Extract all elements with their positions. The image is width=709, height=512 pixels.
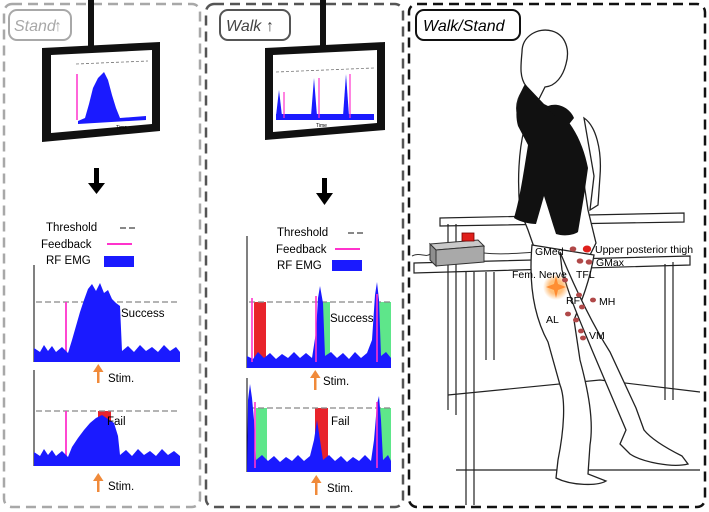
walk-monitor-emg-burst-2 bbox=[311, 78, 317, 116]
walk-monitor-axis-label: Time bbox=[316, 123, 327, 129]
walk-success-emg bbox=[247, 282, 391, 368]
walk-fail-stim-arrow-icon bbox=[311, 475, 322, 495]
label-gmed: GMed bbox=[535, 246, 564, 258]
walk-success-stim-label: Stim. bbox=[323, 376, 349, 388]
stand-legend-threshold: Threshold bbox=[46, 222, 97, 234]
harness-shoulder-strap bbox=[548, 104, 574, 128]
stand-fail-stim-label: Stim. bbox=[108, 481, 134, 493]
stand-up-arrow-icon: ↑ bbox=[54, 18, 62, 35]
person-arm bbox=[583, 116, 602, 212]
stimulator-box bbox=[428, 232, 486, 268]
label-upper-posterior-thigh: Upper posterior thigh bbox=[595, 244, 693, 256]
label-rf: RF bbox=[566, 295, 580, 307]
stand-panel: Stand ↑ Time Threshold Feedback RF EMG bbox=[2, 0, 202, 509]
walkstand-panel-border bbox=[407, 2, 707, 509]
electrode-gmed bbox=[569, 246, 577, 252]
walk-fail-label: Fail bbox=[331, 416, 350, 428]
label-al: AL bbox=[546, 314, 559, 326]
stand-title-box bbox=[8, 9, 72, 41]
walk-fail-plot: Fail bbox=[246, 378, 392, 472]
stand-monitor: Time bbox=[42, 42, 160, 142]
stand-legend-rf-emg: RF EMG bbox=[46, 255, 91, 267]
stand-panel-border bbox=[2, 2, 202, 509]
label-fem-nerve: Fem. Nerve bbox=[512, 269, 567, 281]
stand-legend-emg-swatch bbox=[104, 256, 134, 267]
walk-legend-feedback: Feedback bbox=[276, 244, 327, 256]
electrode-rf-1 bbox=[576, 292, 582, 298]
stand-fail-stim-arrow-icon bbox=[93, 473, 104, 492]
walk-panel: Walk ↑ Time Threshold Feedback bbox=[204, 0, 405, 509]
walk-monitor-emg-burst-3 bbox=[343, 74, 349, 116]
stand-fail-emg bbox=[34, 415, 180, 466]
walk-success-label: Success bbox=[330, 313, 374, 325]
walk-up-arrow-icon: ↑ bbox=[266, 18, 274, 35]
walk-title: Walk bbox=[226, 18, 262, 35]
electrode-tfl bbox=[562, 277, 568, 283]
stand-fail-plot: Fail bbox=[33, 370, 180, 466]
walk-monitor-screen bbox=[273, 50, 377, 132]
walkstand-title: Walk/Stand bbox=[423, 18, 506, 35]
fem-nerve-spark-icon bbox=[546, 276, 566, 298]
walk-ceiling-mount bbox=[320, 0, 326, 47]
walkstand-panel: Walk/Stand bbox=[407, 2, 707, 509]
walk-panel-border bbox=[204, 2, 405, 509]
person-back-leg bbox=[530, 244, 608, 486]
stand-monitor-emg bbox=[78, 72, 146, 124]
stand-success-stim-arrow-icon bbox=[93, 364, 104, 383]
walk-legend-threshold: Threshold bbox=[277, 227, 328, 239]
stop-button-icon bbox=[461, 232, 475, 242]
electrode-rf-2 bbox=[579, 304, 585, 310]
walkstand-title-box bbox=[415, 9, 521, 41]
walk-success-stim-arrow-icon bbox=[310, 370, 321, 390]
label-vm: VM bbox=[589, 330, 605, 342]
electrode-al-1 bbox=[565, 311, 571, 317]
stand-success-emg bbox=[34, 283, 180, 362]
stand-ceiling-mount bbox=[88, 0, 94, 47]
stand-title: Stand bbox=[14, 18, 57, 35]
walk-monitor-threshold bbox=[275, 67, 375, 73]
stand-fail-label: Fail bbox=[107, 416, 126, 428]
harness-vest bbox=[514, 84, 588, 236]
walk-success-success-zone-2 bbox=[379, 302, 391, 368]
walk-down-arrow-icon bbox=[316, 178, 333, 205]
stimulator-cable bbox=[411, 253, 431, 257]
treadmill-belt bbox=[447, 379, 701, 396]
electrode-upper-posterior-thigh bbox=[582, 245, 592, 253]
stand-monitor-threshold bbox=[75, 60, 149, 65]
walk-legend-emg-swatch bbox=[332, 260, 362, 271]
stand-legend-feedback: Feedback bbox=[41, 239, 92, 251]
stand-success-stim-label: Stim. bbox=[108, 373, 134, 385]
electrode-gmax-2 bbox=[585, 259, 593, 265]
electrode-vm-1 bbox=[578, 328, 584, 334]
electrode-gmax-1 bbox=[576, 258, 584, 264]
stand-down-arrow-icon bbox=[88, 168, 105, 194]
walk-legend: Threshold Feedback RF EMG bbox=[276, 227, 364, 272]
walk-monitor-emg-baseline bbox=[276, 114, 374, 120]
stand-monitor-axis-label: Time bbox=[116, 125, 127, 131]
walk-success-fail-zone bbox=[254, 302, 266, 368]
muscle-labels: GMed Upper posterior thigh GMax TFL Fem.… bbox=[512, 244, 693, 342]
person-front-leg bbox=[559, 251, 690, 466]
electrodes bbox=[562, 245, 596, 341]
stand-success-label: Success bbox=[121, 308, 165, 320]
walk-success-plot: Success bbox=[246, 236, 392, 368]
harness bbox=[514, 84, 588, 236]
stand-legend: Threshold Feedback RF EMG bbox=[41, 222, 135, 267]
walk-fail-stim-label: Stim. bbox=[327, 483, 353, 495]
walk-monitor: Time bbox=[265, 42, 385, 140]
electrode-mh bbox=[590, 297, 596, 303]
walk-monitor-emg-burst-1 bbox=[276, 90, 282, 116]
electrode-al-2 bbox=[573, 317, 579, 323]
walk-title-box bbox=[219, 9, 291, 41]
label-gmax: GMax bbox=[596, 257, 625, 269]
stand-success-plot: Success bbox=[33, 265, 180, 362]
electrode-vm-2 bbox=[580, 335, 586, 341]
walk-legend-rf-emg: RF EMG bbox=[277, 260, 322, 272]
label-mh: MH bbox=[599, 296, 615, 308]
walk-fail-success-zone-1 bbox=[256, 408, 267, 472]
label-tfl: TFL bbox=[576, 269, 595, 281]
